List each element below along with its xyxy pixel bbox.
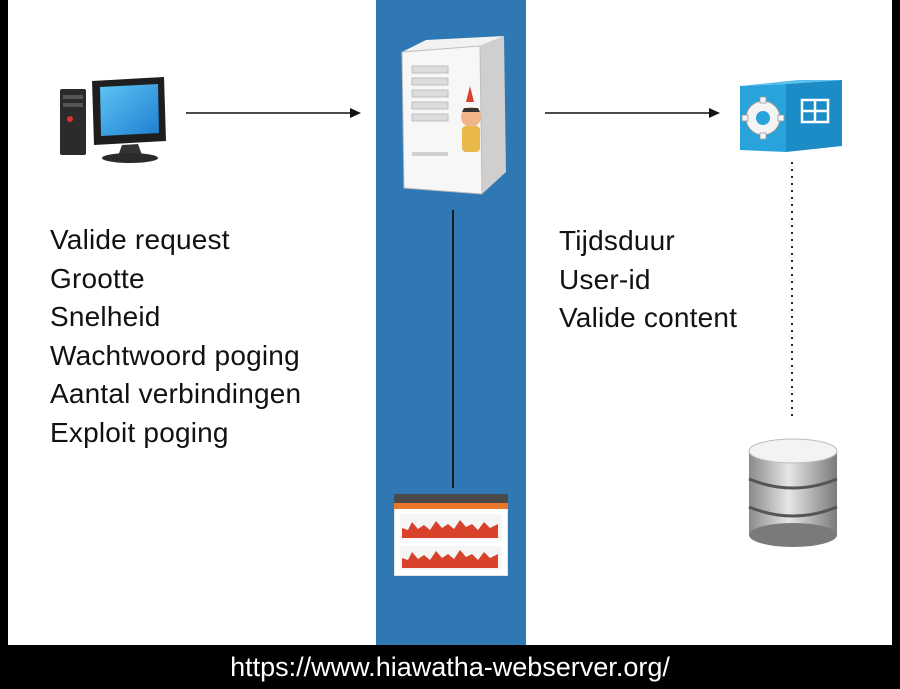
database-icon — [748, 438, 838, 547]
server-tower-icon — [401, 36, 506, 195]
footer-url: https://www.hiawatha-webserver.org/ — [230, 652, 670, 682]
arrow-client-to-server — [186, 108, 361, 118]
diagram-slide: Valide request Grootte Snelheid Wachtwoo… — [8, 0, 892, 645]
list-item: Grootte — [50, 262, 145, 294]
list-item: Tijdsduur — [559, 225, 675, 256]
arrow-server-to-app — [545, 108, 720, 118]
line-server-to-monitor — [452, 210, 454, 488]
list-item: Wachtwoord poging — [50, 339, 300, 371]
list-item: User-id — [559, 263, 651, 295]
list-item: Valide request — [50, 224, 230, 255]
list-item: Aantal verbindingen — [50, 378, 302, 409]
application-cube-icon — [740, 80, 842, 152]
list-item: Valide content — [559, 302, 738, 333]
client-checks-list: Valide request Grootte Snelheid Wachtwoo… — [50, 221, 301, 452]
desktop-computer-icon — [60, 77, 166, 163]
backend-checks-list: Tijdsduur User-id Valide content — [559, 222, 737, 338]
monitor-dashboard-icon — [394, 494, 508, 576]
list-item: Snelheid — [50, 301, 161, 332]
list-item: Exploit poging — [50, 416, 229, 448]
dotted-line-app-to-database — [791, 162, 793, 416]
